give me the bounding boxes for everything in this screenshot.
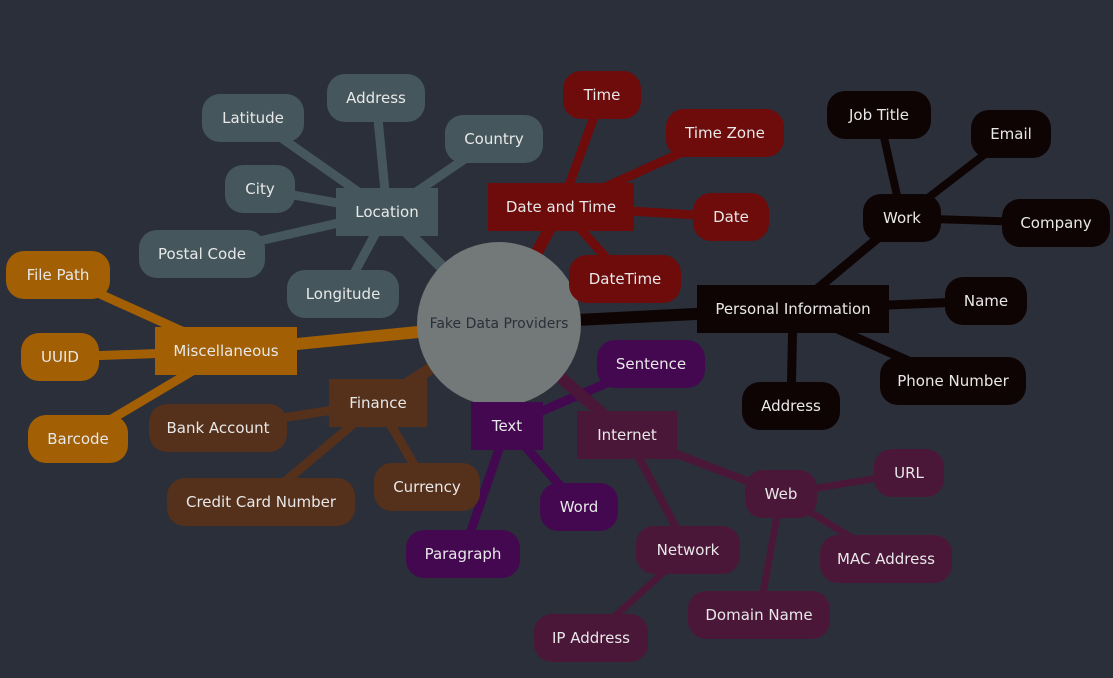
leaf-work-email[interactable]: Email [971, 110, 1051, 158]
subbranch-network[interactable]: Network [636, 526, 740, 574]
leaf-location-longitude[interactable]: Longitude [287, 270, 399, 318]
branch-personal-information[interactable]: Personal Information [697, 285, 889, 333]
leaf-location-address[interactable]: Address [327, 74, 425, 122]
leaf-misc-file-path[interactable]: File Path [6, 251, 110, 299]
leaf-personal-address[interactable]: Address [742, 382, 840, 430]
leaf-location-latitude[interactable]: Latitude [202, 94, 304, 142]
leaf-web-mac-address[interactable]: MAC Address [820, 535, 952, 583]
branch-date-and-time[interactable]: Date and Time [488, 183, 634, 231]
leaf-finance-credit-card-number[interactable]: Credit Card Number [167, 478, 355, 526]
leaf-web-url[interactable]: URL [874, 449, 944, 497]
leaf-date-and-time-date[interactable]: Date [693, 193, 769, 241]
leaf-text-word[interactable]: Word [540, 483, 618, 531]
branch-finance[interactable]: Finance [329, 379, 427, 427]
leaf-misc-uuid[interactable]: UUID [21, 333, 99, 381]
branch-internet[interactable]: Internet [577, 411, 677, 459]
subbranch-work[interactable]: Work [863, 194, 941, 242]
leaf-location-postal-code[interactable]: Postal Code [139, 230, 265, 278]
leaf-personal-name[interactable]: Name [945, 277, 1027, 325]
leaf-personal-phone-number[interactable]: Phone Number [880, 357, 1026, 405]
leaf-location-country[interactable]: Country [445, 115, 543, 163]
subbranch-web[interactable]: Web [745, 470, 817, 518]
leaf-network-ip-address[interactable]: IP Address [534, 614, 648, 662]
root-node[interactable]: Fake Data Providers [417, 242, 581, 406]
leaf-location-city[interactable]: City [225, 165, 295, 213]
branch-location[interactable]: Location [336, 188, 438, 236]
leaf-web-domain-name[interactable]: Domain Name [688, 591, 830, 639]
leaf-finance-bank-account[interactable]: Bank Account [149, 404, 287, 452]
leaf-date-and-time-time-zone[interactable]: Time Zone [666, 109, 784, 157]
leaf-date-and-time-datetime[interactable]: DateTime [569, 255, 681, 303]
branch-text[interactable]: Text [471, 402, 543, 450]
leaf-date-and-time-time[interactable]: Time [563, 71, 641, 119]
branch-miscellaneous[interactable]: Miscellaneous [155, 327, 297, 375]
leaf-text-sentence[interactable]: Sentence [597, 340, 705, 388]
leaf-work-company[interactable]: Company [1002, 199, 1110, 247]
leaf-work-job-title[interactable]: Job Title [827, 91, 931, 139]
leaf-misc-barcode[interactable]: Barcode [28, 415, 128, 463]
leaf-text-paragraph[interactable]: Paragraph [406, 530, 520, 578]
leaf-finance-currency[interactable]: Currency [374, 463, 480, 511]
